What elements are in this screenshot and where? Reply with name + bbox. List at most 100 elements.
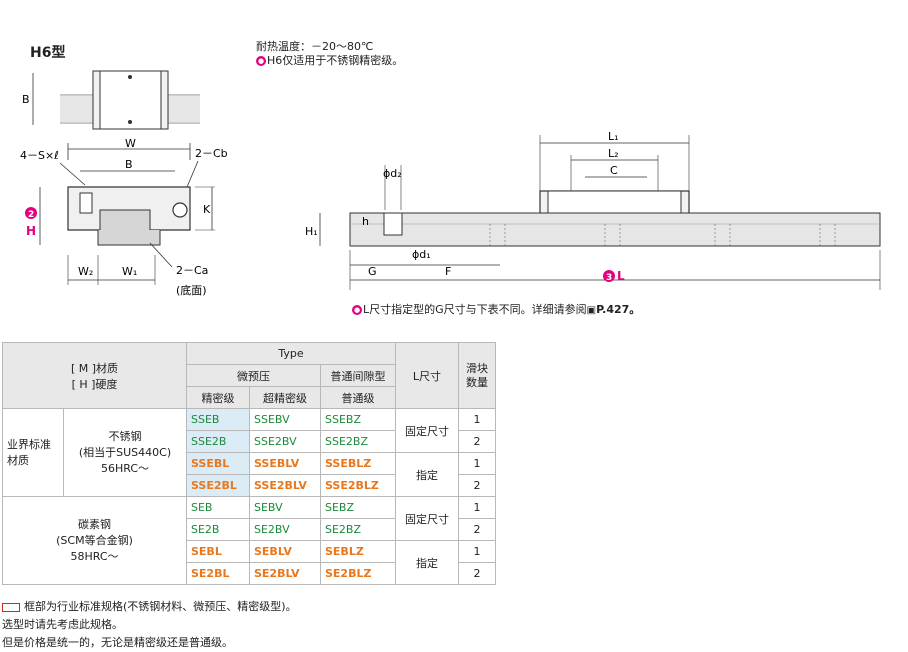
part-number-cell[interactable]: SSEB [186, 408, 250, 431]
part-number-cell[interactable]: SE2BLV [249, 562, 321, 585]
dim-K: K [203, 203, 211, 216]
carbon-hrc: 58HRC～ [70, 549, 119, 563]
block-drawing: B W B 4－S×ℓ 2－Cb K 2 H W₂ W₁ 2－C [20, 70, 228, 297]
count-cell: 2 [458, 562, 496, 585]
spec-table: [ M ]材质 [ H ]硬度 Type L尺寸 滑块数量 微预压 普通间隙型 … [2, 342, 496, 585]
count-cell: 1 [458, 452, 496, 475]
part-number-cell[interactable]: SEBZ [320, 496, 396, 519]
part-number-cell[interactable]: SEB [186, 496, 250, 519]
stainless-material: 不锈钢 (相当于SUS440C) 56HRC～ [63, 408, 187, 497]
stainless-hrc: 56HRC～ [100, 461, 150, 475]
industry-label: 业界标准材质 [2, 408, 64, 497]
normal-clearance-header: 普通间隙型 [320, 364, 396, 387]
dim-W: W [125, 137, 136, 150]
l-size-cell: 固定尺寸 [395, 496, 459, 541]
rail-drawing: L₁ L₂ C ϕd₂ h H₁ G F ϕd₁ 3 L [305, 130, 881, 290]
l-size-cell: 指定 [395, 452, 459, 497]
part-number-cell[interactable]: SE2BZ [320, 518, 396, 541]
precision-header: 精密级 [186, 386, 250, 409]
dim-W1: W₁ [122, 265, 137, 278]
l-note-row: ●L尺寸指定型的G尺寸与下表不同。详细请参阅▣P.427。 [352, 303, 640, 318]
part-number-cell[interactable]: SEBV [249, 496, 321, 519]
footer-line-2: 选型时请先考虑此规格。 [2, 618, 123, 631]
dim-G: G [368, 265, 377, 278]
dim-B-top: B [22, 93, 30, 106]
l-size-cell: 固定尺寸 [395, 408, 459, 453]
top-view: B [22, 70, 200, 130]
count-cell: 1 [458, 540, 496, 563]
part-number-cell[interactable]: SSEBV [249, 408, 321, 431]
part-number-cell[interactable]: SSEBLV [249, 452, 321, 475]
part-number-cell[interactable]: SE2BV [249, 518, 321, 541]
count-cell: 1 [458, 496, 496, 519]
part-number-cell[interactable]: SSEBLZ [320, 452, 396, 475]
dim-S-l: 4－S×ℓ [20, 149, 59, 162]
carbon-name: 碳素钢 [78, 517, 111, 531]
block-count-header: 滑块数量 [458, 342, 496, 409]
stainless-note-row: ●H6仅适用于不锈钢精密级。 [256, 54, 403, 68]
standard-frame-icon [2, 602, 20, 612]
count-cell: 1 [458, 408, 496, 431]
hardness-label: [ H ]硬度 [71, 377, 118, 391]
carbon-material: 碳素钢 (SCM等合金钢) 58HRC～ [2, 496, 187, 585]
pin-icon: ● [352, 305, 362, 315]
dim-L1: L₁ [608, 130, 619, 143]
temperature-note: 耐热温度：－20～80℃ [256, 40, 374, 53]
dim-d2: ϕd₂ [383, 167, 402, 180]
l-size-cell: 指定 [395, 540, 459, 585]
dim-H: H [26, 224, 36, 238]
part-number-cell[interactable]: SE2B [186, 518, 250, 541]
part-number-cell[interactable]: SE2BL [186, 562, 250, 585]
dim-H1: H₁ [305, 225, 318, 238]
dim-W2: W₂ [78, 265, 93, 278]
badge-L: 3 [606, 273, 612, 283]
dim-L: L [617, 269, 625, 283]
part-number-cell[interactable]: SSE2BL [186, 474, 250, 497]
part-number-cell[interactable]: SSE2BZ [320, 430, 396, 453]
part-number-cell[interactable]: SSE2BLZ [320, 474, 396, 497]
carbon-equiv: (SCM等合金钢) [56, 533, 133, 547]
part-number-cell[interactable]: SE2BLZ [320, 562, 396, 585]
badge-H: 2 [28, 210, 34, 220]
count-cell: 2 [458, 474, 496, 497]
count-cell: 2 [458, 518, 496, 541]
ultra-precision-header: 超精密级 [249, 386, 321, 409]
count-cell: 2 [458, 430, 496, 453]
bottom-label: (底面) [176, 283, 207, 297]
spec-notes: 耐热温度：－20～80℃ ●H6仅适用于不锈钢精密级。 [256, 40, 403, 68]
book-icon: ▣ [586, 305, 597, 316]
type-header: Type [186, 342, 396, 365]
dim-Cb: 2－Cb [195, 147, 228, 160]
part-number-cell[interactable]: SEBL [186, 540, 250, 563]
dim-h: h [362, 215, 369, 228]
dim-F: F [445, 265, 451, 278]
part-number-cell[interactable]: SSE2B [186, 430, 250, 453]
material-header: [ M ]材质 [ H ]硬度 [2, 342, 187, 409]
dim-C: C [610, 164, 618, 177]
part-number-cell[interactable]: SSE2BV [249, 430, 321, 453]
micro-preload-header: 微预压 [186, 364, 321, 387]
figure-title: H6型 [30, 45, 66, 61]
material-label: [ M ]材质 [70, 361, 119, 375]
page-ref-link[interactable]: P.427。 [596, 303, 641, 316]
l-note: L尺寸指定型的G尺寸与下表不同。详细请参阅 [363, 303, 587, 316]
footer-notes: 框部为行业标准规格(不锈钢材料、微预压、精密级型)。 选型时请先考虑此规格。 但… [2, 598, 297, 652]
front-view: W B 4－S×ℓ 2－Cb K 2 H W₂ W₁ 2－Ca (底面) [20, 137, 228, 297]
legend-text: 框部为行业标准规格(不锈钢材料、微预压、精密级型)。 [24, 600, 297, 613]
normal-header: 普通级 [320, 386, 396, 409]
part-number-cell[interactable]: SSEBL [186, 452, 250, 475]
stainless-name: 不锈钢 [108, 429, 142, 443]
part-number-cell[interactable]: SEBLV [249, 540, 321, 563]
part-number-cell[interactable]: SEBLZ [320, 540, 396, 563]
legend-row: 框部为行业标准规格(不锈钢材料、微预压、精密级型)。 [2, 598, 297, 616]
footer-line-3: 但是价格是统一的，无论是精密级还是普通级。 [2, 636, 233, 649]
dim-d1: ϕd₁ [412, 248, 431, 261]
part-number-cell[interactable]: SSE2BLV [249, 474, 321, 497]
part-number-cell[interactable]: SSEBZ [320, 408, 396, 431]
pin-icon: ● [256, 56, 266, 66]
stainless-note: H6仅适用于不锈钢精密级。 [267, 54, 404, 67]
dim-L2: L₂ [608, 147, 619, 160]
stainless-equiv: (相当于SUS440C) [78, 445, 172, 459]
dim-Ca: 2－Ca [176, 264, 208, 277]
dim-B: B [125, 158, 133, 171]
